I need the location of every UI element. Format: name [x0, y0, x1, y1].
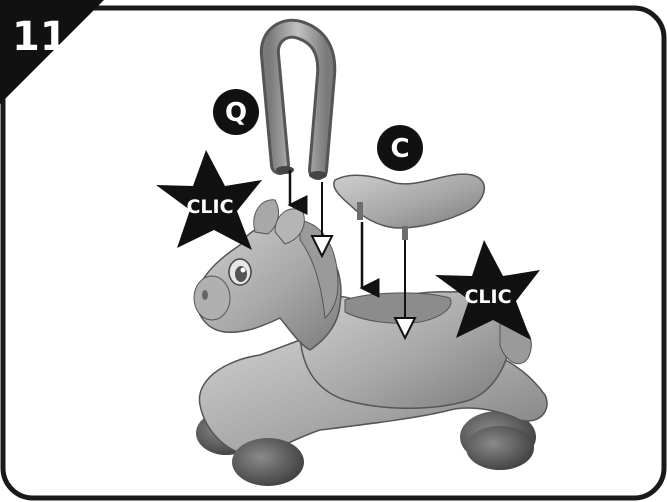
pony-eye-glint [241, 268, 246, 273]
handle-peg-right [309, 171, 327, 179]
handle-peg-left [276, 166, 294, 174]
seat-peg-left [357, 202, 363, 220]
wheel-front-right [232, 438, 304, 486]
pony-nostril [202, 290, 208, 300]
clic-text-left: CLIC [186, 196, 233, 218]
clic-text-right: CLIC [464, 286, 511, 308]
seat-peg-right [402, 226, 408, 240]
wheel-rear-right [466, 426, 534, 470]
label-c-badge: C [377, 125, 423, 171]
label-c: C [390, 134, 409, 164]
step-number: 11 [12, 14, 68, 60]
pony-muzzle [194, 276, 230, 320]
pony-pupil [235, 266, 247, 282]
label-q: Q [225, 98, 247, 128]
label-q-badge: Q [213, 89, 259, 135]
